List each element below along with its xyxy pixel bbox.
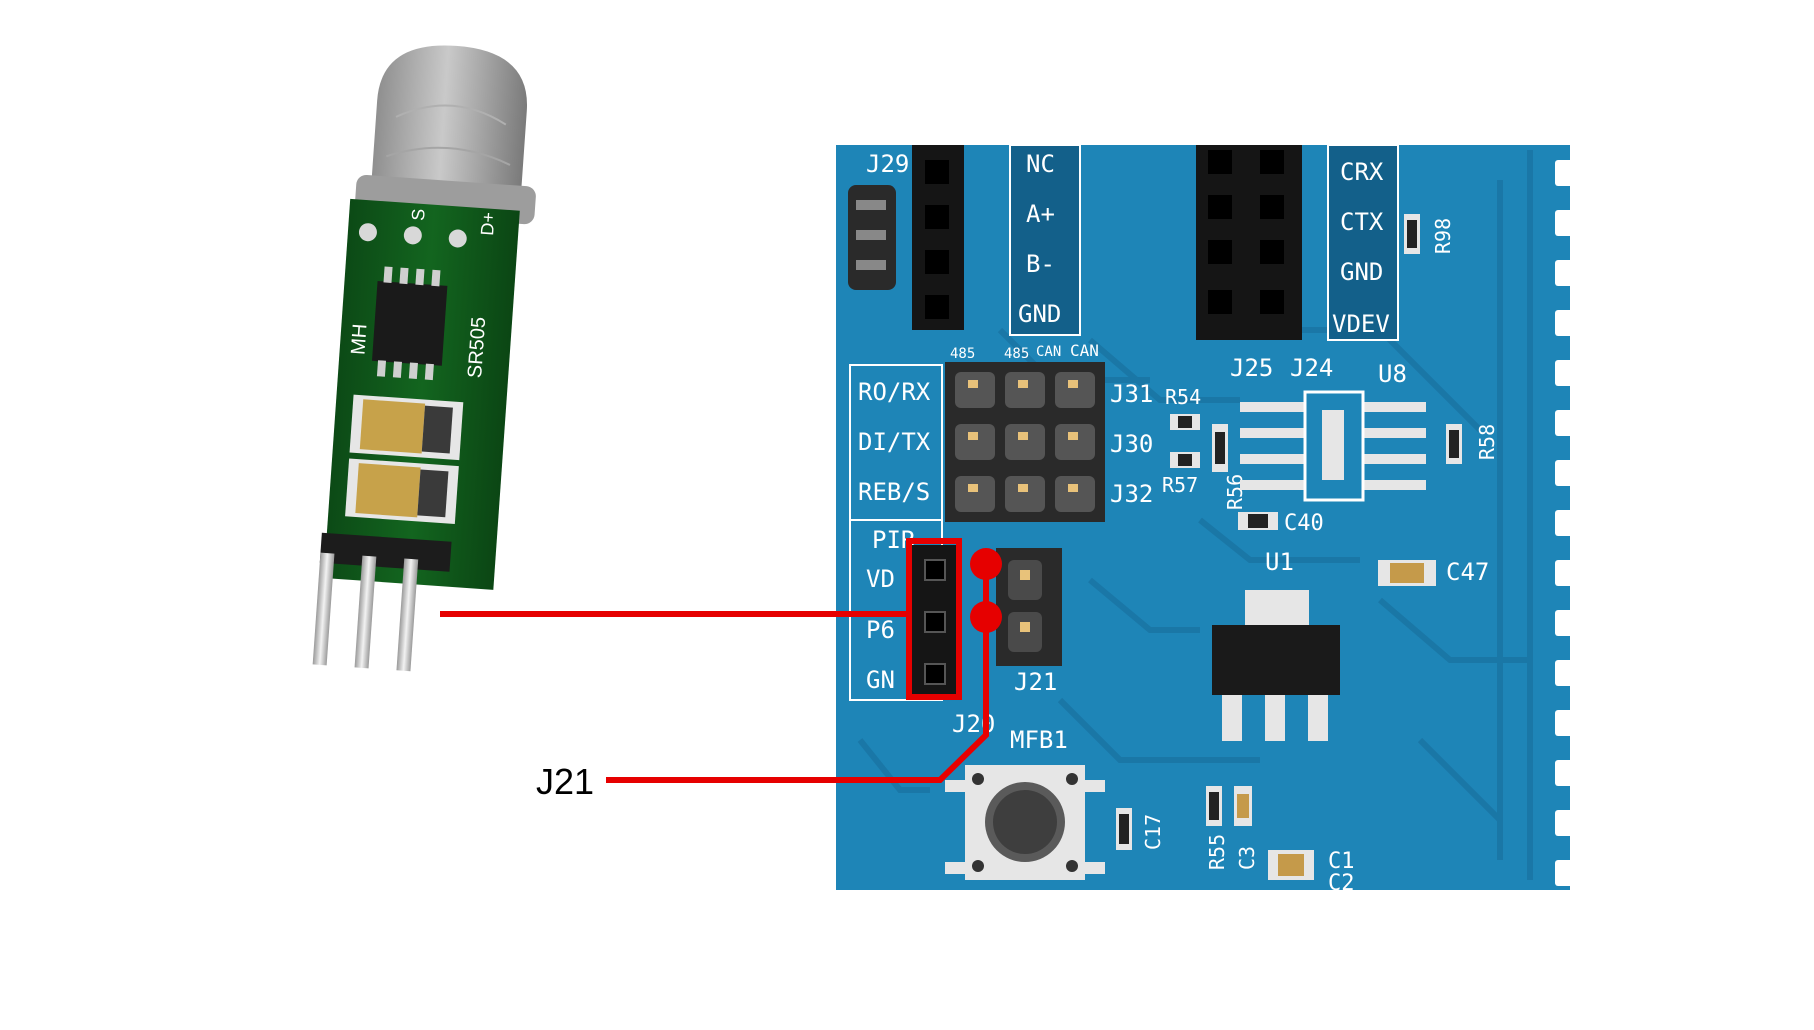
j24-label: J24 (1290, 354, 1333, 382)
sensor-pin-header (319, 532, 452, 572)
j29-pin-2: A+ (1026, 200, 1055, 228)
svg-text:CAN: CAN (1070, 341, 1099, 360)
svg-text:C3: C3 (1235, 846, 1259, 870)
j21-callout-label: J21 (536, 761, 594, 802)
mode-jumper-block (945, 362, 1105, 522)
edge-pins (1555, 160, 1575, 886)
sensor-pcb (323, 198, 520, 590)
row-label-vd: VD (866, 565, 895, 593)
svg-text:C1: C1 (1328, 849, 1355, 874)
row-label-p6: P6 (866, 616, 895, 644)
dev-board: J29 NC A+ B- GND CRX CTX (836, 144, 1575, 896)
j21-callout-line (606, 617, 989, 783)
can-socket (1196, 145, 1302, 340)
svg-text:C47: C47 (1446, 558, 1489, 586)
svg-text:R58: R58 (1475, 424, 1499, 460)
j29-pin-4: GND (1018, 300, 1061, 328)
sensor-ic (371, 281, 448, 366)
j31-label: J31 (1110, 380, 1153, 408)
module-marking: SR505 (464, 316, 490, 379)
j29-socket (912, 145, 964, 330)
svg-text:R55: R55 (1205, 834, 1229, 870)
j25-label: J25 (1230, 354, 1273, 382)
u8-chip (1240, 390, 1426, 502)
j20-header (912, 545, 958, 697)
row-label-gn: GN (866, 666, 895, 694)
row-label-rx: RO/RX (858, 378, 931, 406)
svg-text:R98: R98 (1431, 218, 1455, 254)
row-label-tx: DI/TX (858, 428, 931, 456)
svg-text:R57: R57 (1162, 473, 1198, 497)
fresnel-dome (370, 45, 527, 206)
j32-label: J32 (1110, 480, 1153, 508)
j30-label: J30 (1110, 430, 1153, 458)
can-pin-4: VDEV (1332, 310, 1390, 338)
j21-header (996, 548, 1062, 666)
svg-text:R56: R56 (1223, 474, 1247, 510)
can-pin-1: CRX (1340, 158, 1384, 186)
can-pin-3: GND (1340, 258, 1383, 286)
j29-label: J29 (866, 150, 909, 178)
u1-regulator (1212, 590, 1340, 741)
j21-board-label: J21 (1014, 668, 1057, 696)
j29-jumper (848, 185, 896, 290)
sensor-pin-3 (396, 558, 419, 672)
pad-label-s: S (408, 208, 429, 221)
svg-text:485: 485 (950, 346, 975, 362)
svg-text:C17: C17 (1141, 814, 1165, 850)
row-label-reb: REB/S (858, 478, 930, 506)
mfb1-button (945, 765, 1105, 880)
brand-marking: MH (347, 323, 371, 356)
highlight-overlay: J21 (440, 538, 1002, 802)
j29-pin-3: B- (1026, 250, 1055, 278)
u8-label: U8 (1378, 360, 1407, 388)
j29-pin-1: NC (1026, 150, 1055, 178)
svg-text:485: 485 (1004, 346, 1029, 362)
svg-text:R54: R54 (1165, 385, 1201, 409)
sensor-pin-2 (354, 555, 377, 669)
j20-highlight-box (906, 538, 962, 700)
pir-sensor-module: S D+ MH SR505 (312, 45, 536, 672)
pad-label-dplus: D+ (477, 211, 499, 236)
capacitor-2 (355, 463, 421, 518)
svg-text:C40: C40 (1284, 511, 1324, 536)
svg-text:C2: C2 (1328, 871, 1355, 896)
mfb1-label: MFB1 (1010, 726, 1068, 754)
can-pin-2: CTX (1340, 208, 1384, 236)
u1-label: U1 (1265, 548, 1294, 576)
svg-text:CAN: CAN (1036, 344, 1061, 360)
capacitor-1 (359, 399, 426, 454)
sensor-pin-1 (312, 552, 335, 666)
